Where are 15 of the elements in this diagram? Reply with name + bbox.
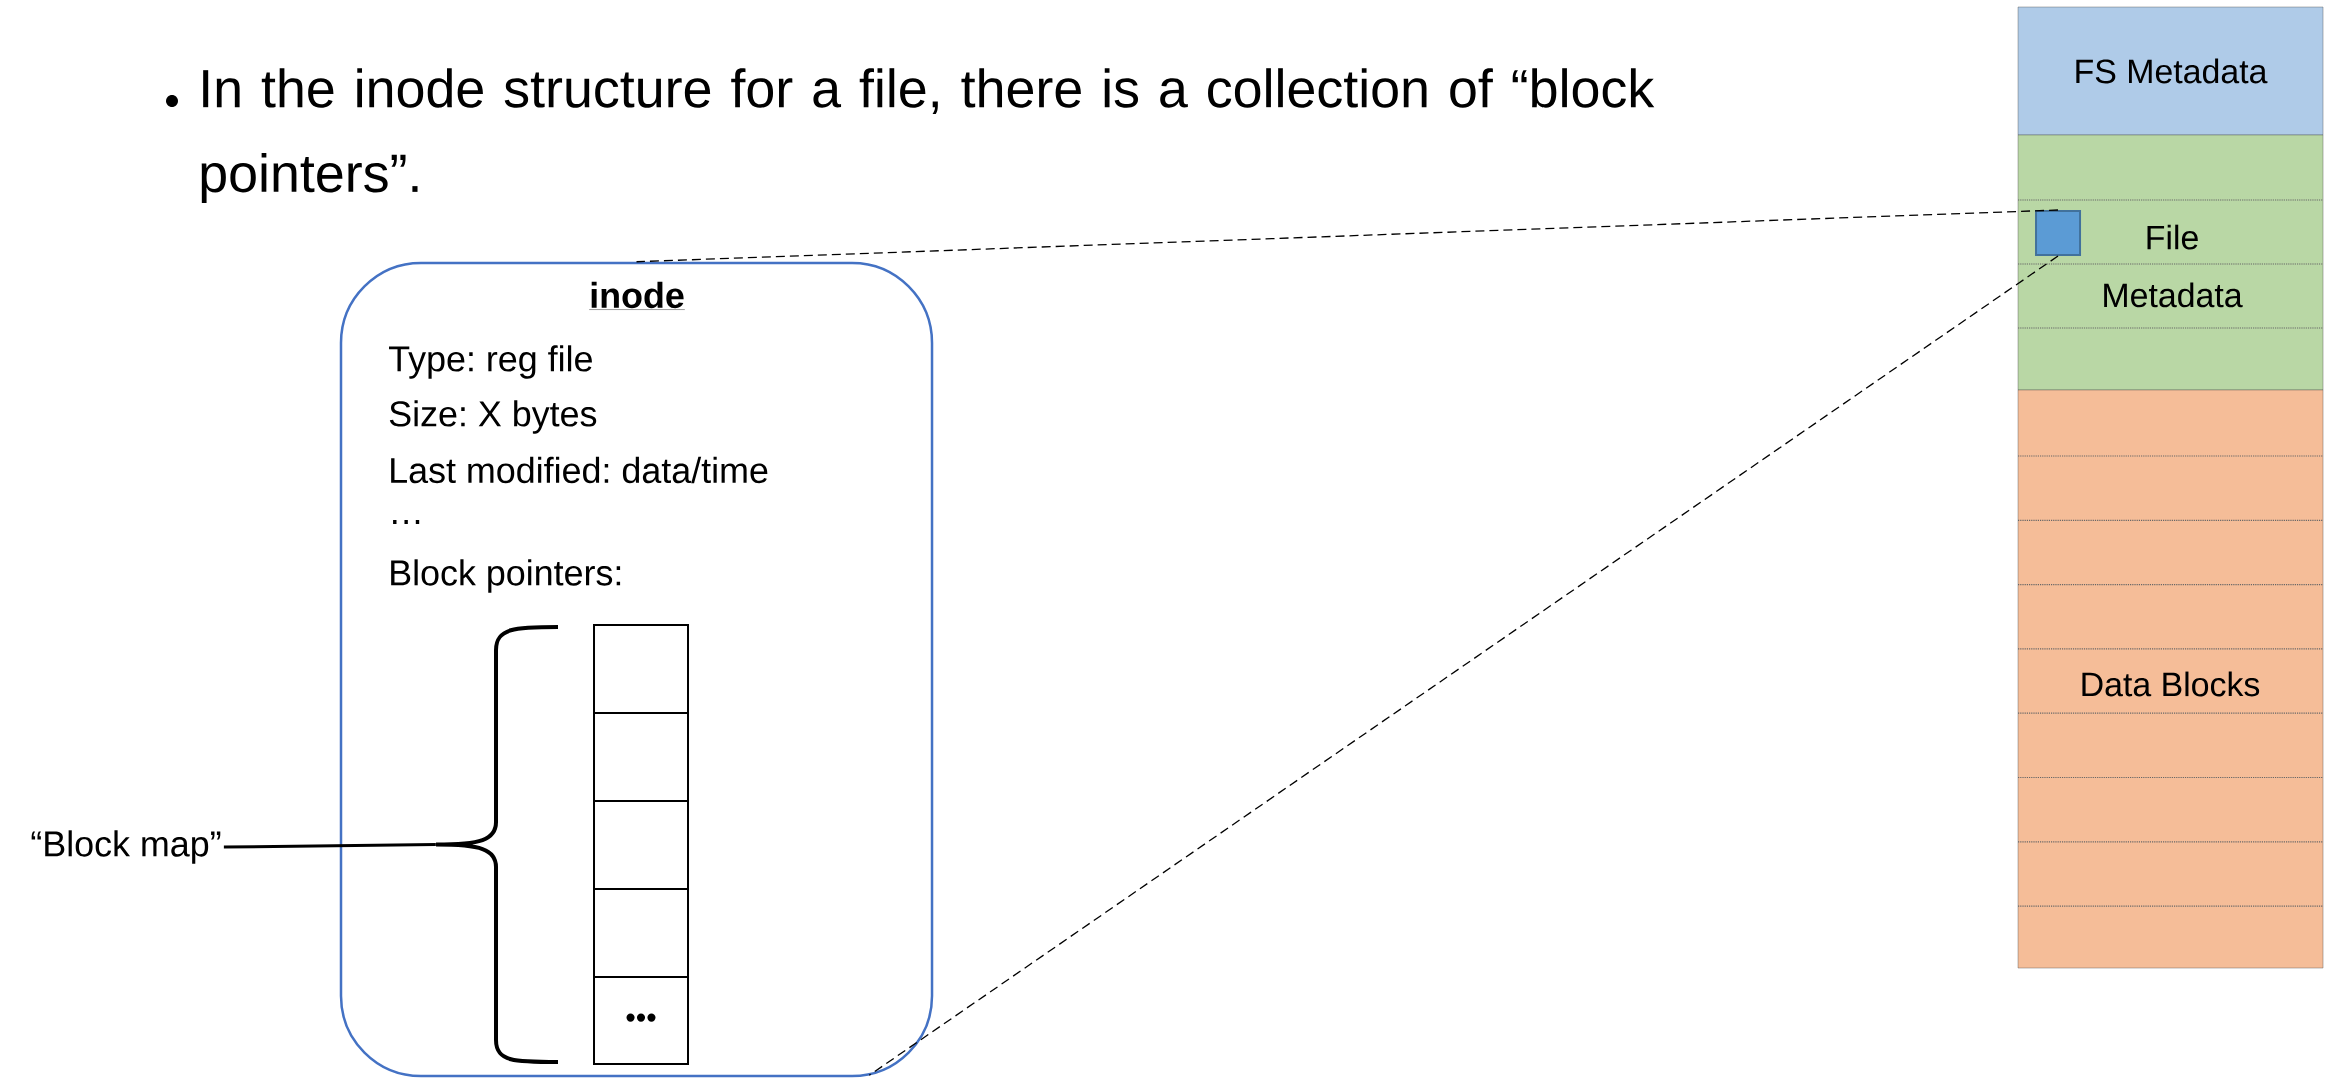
curly-brace	[434, 625, 558, 1064]
metadata-band: File Metadata	[2017, 134, 2324, 391]
pointer-cell	[593, 624, 689, 714]
inode-square	[2035, 210, 2082, 256]
pointer-cell	[593, 800, 689, 890]
pointer-cell	[593, 712, 689, 802]
callout-text: “Block map”	[31, 830, 221, 864]
bullet-text: In the inode structure for a file, there is a collection of “block pointers”.	[201, 68, 1655, 204]
metadata-band: FS Metadata	[2017, 6, 2324, 136]
leader-line	[223, 843, 436, 849]
zoom-line	[868, 255, 2059, 1076]
data-blocks-band: Data Blocks	[2017, 389, 2324, 969]
pointer-cell	[593, 888, 689, 978]
zoom-line	[635, 209, 2059, 263]
pointer-cell: •••	[593, 976, 689, 1065]
